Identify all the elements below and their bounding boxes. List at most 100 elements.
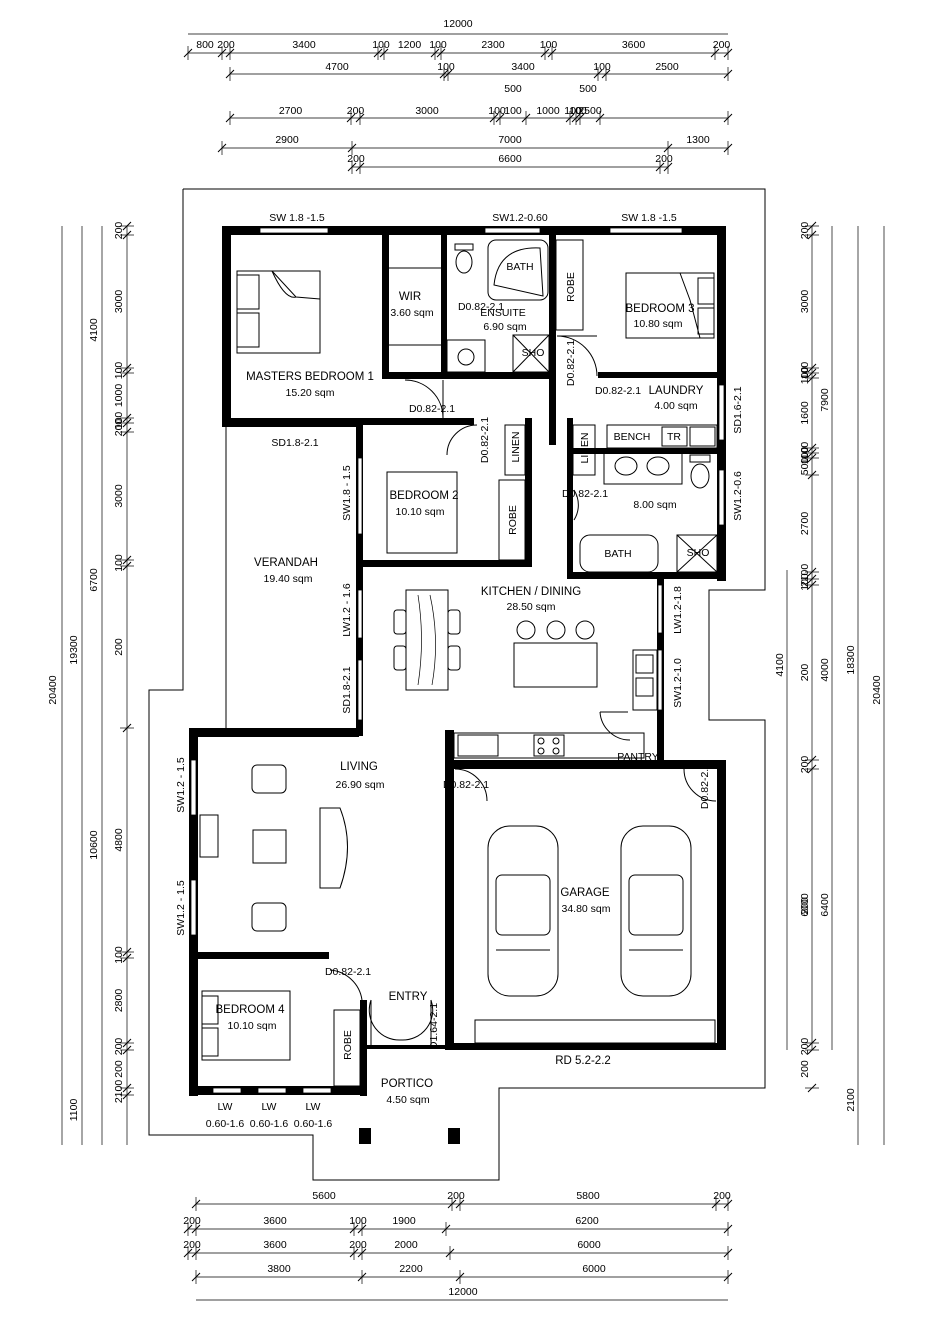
room-portico-area: 4.50 sqm: [386, 1094, 429, 1106]
label-d-bathroom: D0.82-2.1: [562, 488, 608, 500]
car-left-icon: [487, 825, 559, 997]
top-row1-dim-1: 200: [217, 39, 235, 51]
left-dimensions: 20400 19300 4100 6700 10600 1100 2003000…: [47, 222, 134, 1145]
label-d-bed3: D0.82-2.1: [565, 340, 577, 386]
dim-right-outer: 20400: [871, 675, 883, 704]
label-sw-bathroom: SW1.2-0.6: [732, 471, 744, 521]
right-inner-dim-12: 200: [799, 756, 811, 774]
bot-row2-dim-1: 3600: [263, 1215, 287, 1227]
bedroom2-bed-icon: [386, 471, 458, 554]
left-inner-dim-0: 200: [113, 222, 125, 240]
dim-right-2100: 2100: [845, 1088, 857, 1112]
left-inner-dim-7: 100: [113, 554, 125, 572]
master-bed-icon: [236, 270, 321, 354]
room-bed3-name: BEDROOM 3: [625, 303, 694, 315]
room-ensuite-bath: BATH: [506, 261, 533, 273]
dim-top-overall: 12000: [443, 18, 472, 30]
right-inner-dim-13: 200: [799, 897, 811, 915]
top-row3-dim-8: 2500: [578, 105, 602, 117]
furniture: [199, 239, 718, 1087]
top-row1-dim-6: 2300: [481, 39, 505, 51]
kitchen-bench-icon: [453, 649, 658, 759]
label-d-bed2: D0.82-2.1: [479, 417, 491, 463]
top-row1-dim-9: 200: [713, 39, 731, 51]
top-row2-dim-4: 2500: [655, 61, 679, 73]
dim-left-outer: 20400: [47, 675, 59, 704]
bedroom4-bed-icon: [201, 990, 291, 1061]
left-inner-dim-8: 200: [113, 638, 125, 656]
left-inner-dim-5: 200: [113, 419, 125, 437]
room-verandah-name: VERANDAH: [254, 557, 318, 569]
right-inner-dim-6: 100: [799, 447, 811, 465]
room-wir-area: 3.60 sqm: [390, 307, 433, 319]
right-inner-dim-10: 100: [799, 573, 811, 591]
dim-right-6400: 6400: [819, 893, 831, 917]
top-row3-dim-4: 100: [504, 105, 522, 117]
label-d-laundry: D0.82-2.1: [595, 385, 641, 397]
washer: [689, 426, 716, 447]
dim-top-mid-500-b: 500: [579, 83, 597, 95]
label-robe-bed3: ROBE: [565, 272, 577, 302]
label-linen-bed2: LINEN: [510, 432, 522, 463]
left-inner-dim-3: 1000: [113, 384, 125, 408]
garage-roller-door: [474, 1019, 716, 1044]
room-laundry-area: 4.00 sqm: [654, 400, 697, 412]
dim-top-mid-500-a: 500: [504, 83, 522, 95]
room-portico-name: PORTICO: [381, 1078, 433, 1090]
ensuite-fixtures: [446, 239, 550, 373]
room-bed2-area: 10.10 sqm: [395, 506, 444, 518]
label-sd-verandah: SD1.8-2.1: [271, 437, 318, 449]
right-inner-dim-4: 1600: [799, 401, 811, 425]
room-living-area: 26.90 sqm: [335, 779, 384, 791]
left-inner-dim-10: 100: [113, 946, 125, 964]
label-sd-laundry: SD1.6-2.1: [732, 386, 744, 433]
left-inner-dim-12: 200: [113, 1038, 125, 1056]
label-sw-bed3: SW 1.8 -1.5: [621, 212, 677, 224]
room-pantry: PANTRY: [617, 751, 659, 763]
top-row1-dim-5: 100: [429, 39, 447, 51]
left-inner-dim-2: 100: [113, 362, 125, 380]
label-sw-master: SW 1.8 -1.5: [269, 212, 325, 224]
top-row1-dim-8: 3600: [622, 39, 646, 51]
bot-row3-dim-0: 200: [183, 1239, 201, 1251]
robe-bed2: [498, 479, 526, 561]
dim-left-1100: 1100: [68, 1099, 80, 1122]
room-ensuite-area: 6.90 sqm: [483, 321, 526, 333]
right-inner-dim-8: 2700: [799, 512, 811, 536]
label-lw-bed4-2-bottom: 0.60-1.6: [250, 1118, 289, 1130]
room-garage-area: 34.80 sqm: [561, 903, 610, 915]
bot-row1-dim-0: 5600: [312, 1190, 336, 1202]
top-row1-dim-4: 1200: [398, 39, 422, 51]
dim-right-7900: 7900: [819, 388, 831, 412]
opening-labels: SW 1.8 -1.5 SW1.2-0.60 SW 1.8 -1.5 SD1.8…: [175, 212, 744, 1130]
top-row3-dim-0: 2700: [279, 105, 303, 117]
label-rd-garage: RD 5.2-2.2: [555, 1055, 611, 1067]
room-bathroom-area: 8.00 sqm: [633, 499, 676, 511]
bot-row4-dim-2: 6000: [582, 1263, 606, 1275]
bedroom3-bed-icon: [625, 272, 715, 339]
top-row3-dim-3: 100: [488, 105, 506, 117]
top-row5-dim-0: 200: [347, 153, 365, 165]
label-bench: BENCH: [614, 431, 651, 443]
bathroom-fixtures: [579, 451, 718, 573]
room-entry: ENTRY: [389, 991, 428, 1003]
label-tr: TR: [667, 431, 681, 443]
label-sw-living-bottom: SW1.2 - 1.5: [175, 880, 187, 936]
left-inner-dim-13: 200: [113, 1060, 125, 1078]
top-row1-dim-3: 100: [372, 39, 390, 51]
label-lw-bed4-3-bottom: 0.60-1.6: [294, 1118, 333, 1130]
top-row4-dim-0: 2900: [275, 134, 299, 146]
bot-row2-dim-0: 200: [183, 1215, 201, 1227]
label-lw-bed4-1-top: LW: [218, 1101, 233, 1113]
label-robe-bed4: ROBE: [342, 1030, 354, 1060]
right-inner-dim-14: 200: [799, 1038, 811, 1056]
left-inner-dim-11: 2800: [113, 989, 125, 1013]
top-row3-dim-2: 3000: [415, 105, 439, 117]
right-inner-dim-7: 500: [799, 458, 811, 476]
dim-left-4100: 4100: [88, 318, 100, 342]
label-robe-bed2: ROBE: [507, 505, 519, 535]
dim-left-10600: 10600: [88, 830, 100, 859]
living-furniture-icon: [199, 764, 348, 932]
room-laundry-name: LAUNDRY: [649, 385, 704, 397]
